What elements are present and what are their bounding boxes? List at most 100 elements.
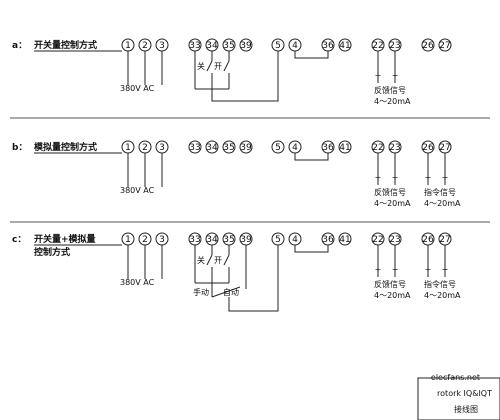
footer-brand: rotork IQ&IQT	[437, 389, 492, 398]
terminal-33-circle	[188, 140, 202, 154]
command-label: 指令信号	[424, 187, 456, 197]
mode-manual-label: 手动	[193, 287, 209, 297]
terminal-39-circle	[239, 140, 253, 154]
terminal-34-circle	[205, 140, 219, 154]
switch-关-blade	[206, 254, 213, 266]
terminal-22-label: 22	[372, 143, 383, 153]
supply-voltage-label: 380V AC	[120, 278, 155, 287]
terminal-23-label: 23	[389, 41, 400, 51]
command-range: 4～20mA	[424, 291, 461, 300]
feedback-plus-sign: +	[375, 173, 382, 182]
mode-blade	[211, 286, 241, 298]
watermark-text: elecfans.net	[431, 373, 480, 382]
terminal-35-circle	[222, 140, 236, 154]
bus-to-5-wire	[211, 51, 279, 102]
terminal-27-circle	[438, 38, 452, 52]
terminal-1-label: 1	[125, 41, 131, 51]
footer-caption: 接线图	[454, 404, 478, 414]
terminal-26-label: 26	[422, 41, 434, 51]
command-plus-sign: +	[425, 265, 432, 274]
row-title: 控制方式	[34, 246, 70, 258]
terminal-3-label: 3	[159, 143, 165, 153]
terminal-4-label: 4	[292, 235, 298, 245]
terminal-36-label: 36	[322, 235, 334, 245]
switch-关-blade	[206, 60, 213, 72]
terminal-4-label: 4	[292, 41, 298, 51]
terminal-3-label: 3	[159, 235, 165, 245]
feedback-label: 反馈信号	[374, 279, 406, 289]
terminal-33-label: 33	[189, 41, 200, 51]
terminal-41-label: 41	[339, 143, 350, 153]
link-4-36	[294, 51, 329, 59]
terminal-27-label: 27	[439, 235, 450, 245]
terminal-23-label: 23	[389, 235, 400, 245]
terminal-2-label: 2	[142, 143, 148, 153]
link-4-36	[294, 245, 329, 253]
terminal-41-circle	[338, 232, 352, 246]
feedback-minus-sign: −	[392, 173, 399, 182]
terminal-2-label: 2	[142, 41, 148, 51]
terminal-23-label: 23	[389, 143, 400, 153]
row-prefix: b：	[12, 143, 27, 153]
row-title: 开关量控制方式	[34, 39, 97, 51]
terminal-27-label: 27	[439, 143, 450, 153]
terminal-34-label: 34	[206, 143, 218, 153]
footer-box	[417, 377, 500, 420]
switch-开-label: 开	[214, 62, 222, 71]
supply-voltage-label: 380V AC	[120, 186, 155, 195]
terminal-34-label: 34	[206, 235, 218, 245]
terminal-39-circle	[239, 38, 253, 52]
command-label: 指令信号	[424, 279, 456, 289]
terminal-4-label: 4	[292, 143, 298, 153]
terminal-39-label: 39	[240, 41, 252, 51]
feedback-label: 反馈信号	[374, 187, 406, 197]
switch-关-label: 关	[197, 255, 205, 265]
terminal-36-label: 36	[322, 143, 334, 153]
terminal-1-label: 1	[125, 235, 131, 245]
terminal-5-label: 5	[275, 235, 281, 245]
feedback-range: 4～20mA	[374, 97, 411, 106]
row-title: 模拟量控制方式	[34, 141, 97, 153]
command-minus-sign: −	[442, 173, 449, 182]
terminal-27-label: 27	[439, 41, 450, 51]
feedback-label: 反馈信号	[374, 85, 406, 95]
terminal-33-label: 33	[189, 235, 200, 245]
row-prefix: a：	[12, 41, 27, 51]
terminal-1-label: 1	[125, 143, 131, 153]
terminal-3-label: 3	[159, 41, 165, 51]
feedback-plus-sign: +	[375, 71, 382, 80]
feedback-range: 4～20mA	[374, 199, 411, 208]
link-4-36	[294, 153, 329, 161]
feedback-plus-sign: +	[375, 265, 382, 274]
terminal-35-label: 35	[223, 143, 234, 153]
row-prefix: c：	[12, 235, 26, 245]
feedback-minus-sign: −	[392, 265, 399, 274]
terminal-39-label: 39	[240, 235, 252, 245]
terminal-41-circle	[338, 38, 352, 52]
mode-to-5-wire	[228, 245, 279, 312]
terminal-41-circle	[338, 140, 352, 154]
terminal-33-label: 33	[189, 143, 200, 153]
mode-auto-label: 自动	[223, 287, 239, 297]
terminal-26-circle	[421, 38, 435, 52]
terminal-5-label: 5	[275, 143, 281, 153]
feedback-range: 4～20mA	[374, 291, 411, 300]
terminal-39-label: 39	[240, 143, 252, 153]
switch-开-blade	[223, 254, 230, 266]
command-minus-sign: −	[442, 265, 449, 274]
terminal-34-label: 34	[206, 41, 218, 51]
terminal-41-label: 41	[339, 235, 350, 245]
supply-voltage-label: 380V AC	[120, 84, 155, 93]
switch-关-label: 关	[197, 61, 205, 71]
feedback-minus-sign: −	[392, 71, 399, 80]
switch-开-label: 开	[214, 256, 222, 265]
terminal-35-label: 35	[223, 41, 234, 51]
terminal-41-label: 41	[339, 41, 350, 51]
command-range: 4～20mA	[424, 199, 461, 208]
terminal-36-label: 36	[322, 41, 334, 51]
row-title: 开关量+模拟量	[34, 233, 96, 245]
terminal-35-label: 35	[223, 235, 234, 245]
terminal-26-label: 26	[422, 143, 434, 153]
switch-开-blade	[223, 60, 230, 72]
